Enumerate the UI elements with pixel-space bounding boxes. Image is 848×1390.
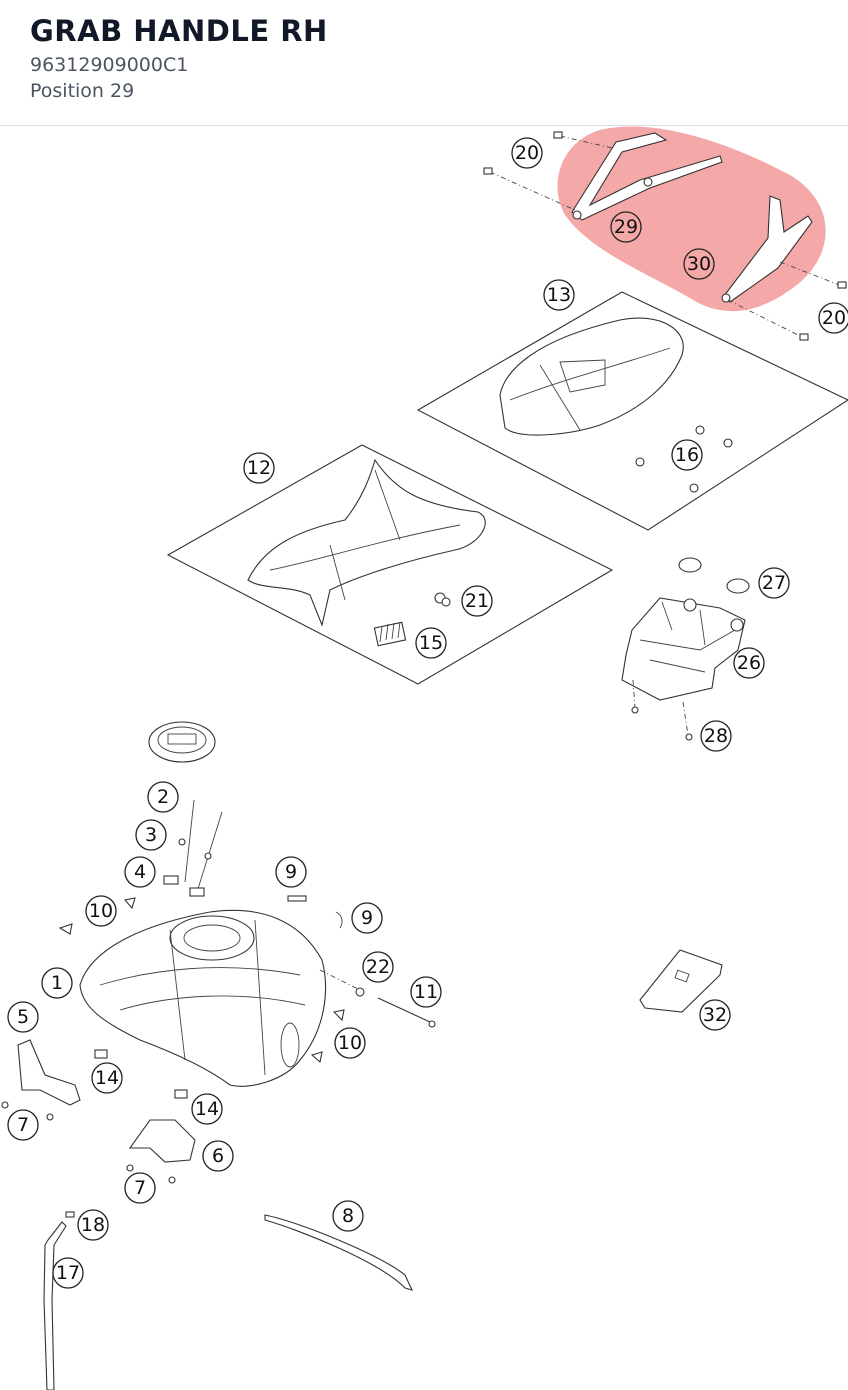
callout-27: 27 [758, 567, 790, 599]
svg-text:9: 9 [361, 907, 373, 929]
svg-text:27: 27 [762, 572, 786, 594]
rubber-strip[interactable] [264, 1214, 414, 1291]
rear-seat-plate [416, 291, 848, 531]
rider-seat[interactable] [247, 458, 486, 627]
callout-16: 16 [671, 439, 703, 471]
callout-14-left: 14 [91, 1062, 123, 1094]
fuse-block[interactable] [373, 621, 407, 647]
svg-text:16: 16 [675, 444, 699, 466]
rubber-grommet [678, 557, 702, 573]
storage-tray[interactable] [621, 597, 746, 701]
callout-20-right: 20 [818, 302, 848, 334]
svg-text:8: 8 [342, 1205, 354, 1227]
svg-text:14: 14 [195, 1098, 219, 1120]
part-position: Position 29 [30, 80, 135, 102]
rider-seat-plate [166, 444, 614, 685]
callout-29: 29 [610, 211, 642, 243]
callout-28: 28 [700, 720, 732, 752]
callout-9-right: 9 [351, 902, 383, 934]
svg-text:29: 29 [614, 216, 638, 238]
callout-13: 13 [543, 279, 575, 311]
svg-text:17: 17 [56, 1262, 80, 1284]
svg-text:4: 4 [134, 861, 146, 883]
svg-text:10: 10 [89, 900, 113, 922]
svg-text:32: 32 [703, 1004, 727, 1026]
callout-5: 5 [7, 1001, 39, 1033]
selected-part-highlight[interactable] [557, 126, 826, 312]
svg-text:10: 10 [338, 1032, 362, 1054]
svg-text:2: 2 [157, 786, 169, 808]
callout-32: 32 [699, 999, 731, 1031]
svg-text:6: 6 [212, 1145, 224, 1167]
callout-bubbles: 20 29 30 20 13 16 12 21 15 27 26 28 2 3 … [7, 137, 848, 1289]
svg-text:22: 22 [366, 956, 390, 978]
svg-text:18: 18 [81, 1214, 105, 1236]
svg-text:11: 11 [414, 981, 438, 1003]
document-pouch[interactable] [639, 949, 723, 1013]
callout-6: 6 [202, 1140, 234, 1172]
part-header: GRAB HANDLE RH 96312909000C1 Position 29 [0, 0, 848, 126]
callout-1: 1 [41, 967, 73, 999]
callout-3: 3 [135, 819, 167, 851]
svg-text:9: 9 [285, 861, 297, 883]
callout-11: 11 [410, 976, 442, 1008]
svg-text:26: 26 [737, 652, 761, 674]
callout-2: 2 [147, 781, 179, 813]
fuel-tank[interactable] [79, 909, 327, 1087]
svg-text:30: 30 [687, 253, 711, 275]
callout-26: 26 [733, 647, 765, 679]
callout-10-right: 10 [334, 1027, 366, 1059]
callout-14-right: 14 [191, 1093, 223, 1125]
callout-18: 18 [77, 1209, 109, 1241]
tank-bracket-left[interactable] [17, 1039, 81, 1106]
callout-10-top: 10 [85, 895, 117, 927]
svg-text:3: 3 [145, 824, 157, 846]
callout-12: 12 [243, 452, 275, 484]
drain-hose[interactable] [43, 1221, 67, 1390]
svg-text:14: 14 [95, 1067, 119, 1089]
svg-text:20: 20 [822, 307, 846, 329]
callout-4: 4 [124, 856, 156, 888]
callout-30: 30 [683, 248, 715, 280]
part-title: GRAB HANDLE RH [30, 14, 328, 48]
svg-text:15: 15 [419, 632, 443, 654]
rubber-grommet [726, 578, 750, 594]
svg-text:21: 21 [465, 590, 489, 612]
svg-text:20: 20 [515, 142, 539, 164]
callout-9-top: 9 [275, 856, 307, 888]
grab-handle-lh[interactable] [571, 132, 723, 221]
rear-seat[interactable] [499, 317, 684, 436]
callout-17: 17 [52, 1257, 84, 1289]
svg-text:7: 7 [134, 1177, 146, 1199]
tank-bracket-right[interactable] [128, 1119, 196, 1163]
svg-text:1: 1 [51, 972, 63, 994]
callout-8: 8 [332, 1200, 364, 1232]
callout-15: 15 [415, 627, 447, 659]
callout-20-top: 20 [511, 137, 543, 169]
part-number: 96312909000C1 [30, 54, 189, 76]
callout-7-bottom: 7 [124, 1172, 156, 1204]
callout-21: 21 [461, 585, 493, 617]
svg-text:28: 28 [704, 725, 728, 747]
svg-text:7: 7 [17, 1114, 29, 1136]
fuel-cap[interactable] [148, 721, 216, 763]
callout-22: 22 [362, 951, 394, 983]
svg-text:5: 5 [17, 1006, 29, 1028]
callout-7-left: 7 [7, 1109, 39, 1141]
svg-text:13: 13 [547, 284, 571, 306]
svg-text:12: 12 [247, 457, 271, 479]
